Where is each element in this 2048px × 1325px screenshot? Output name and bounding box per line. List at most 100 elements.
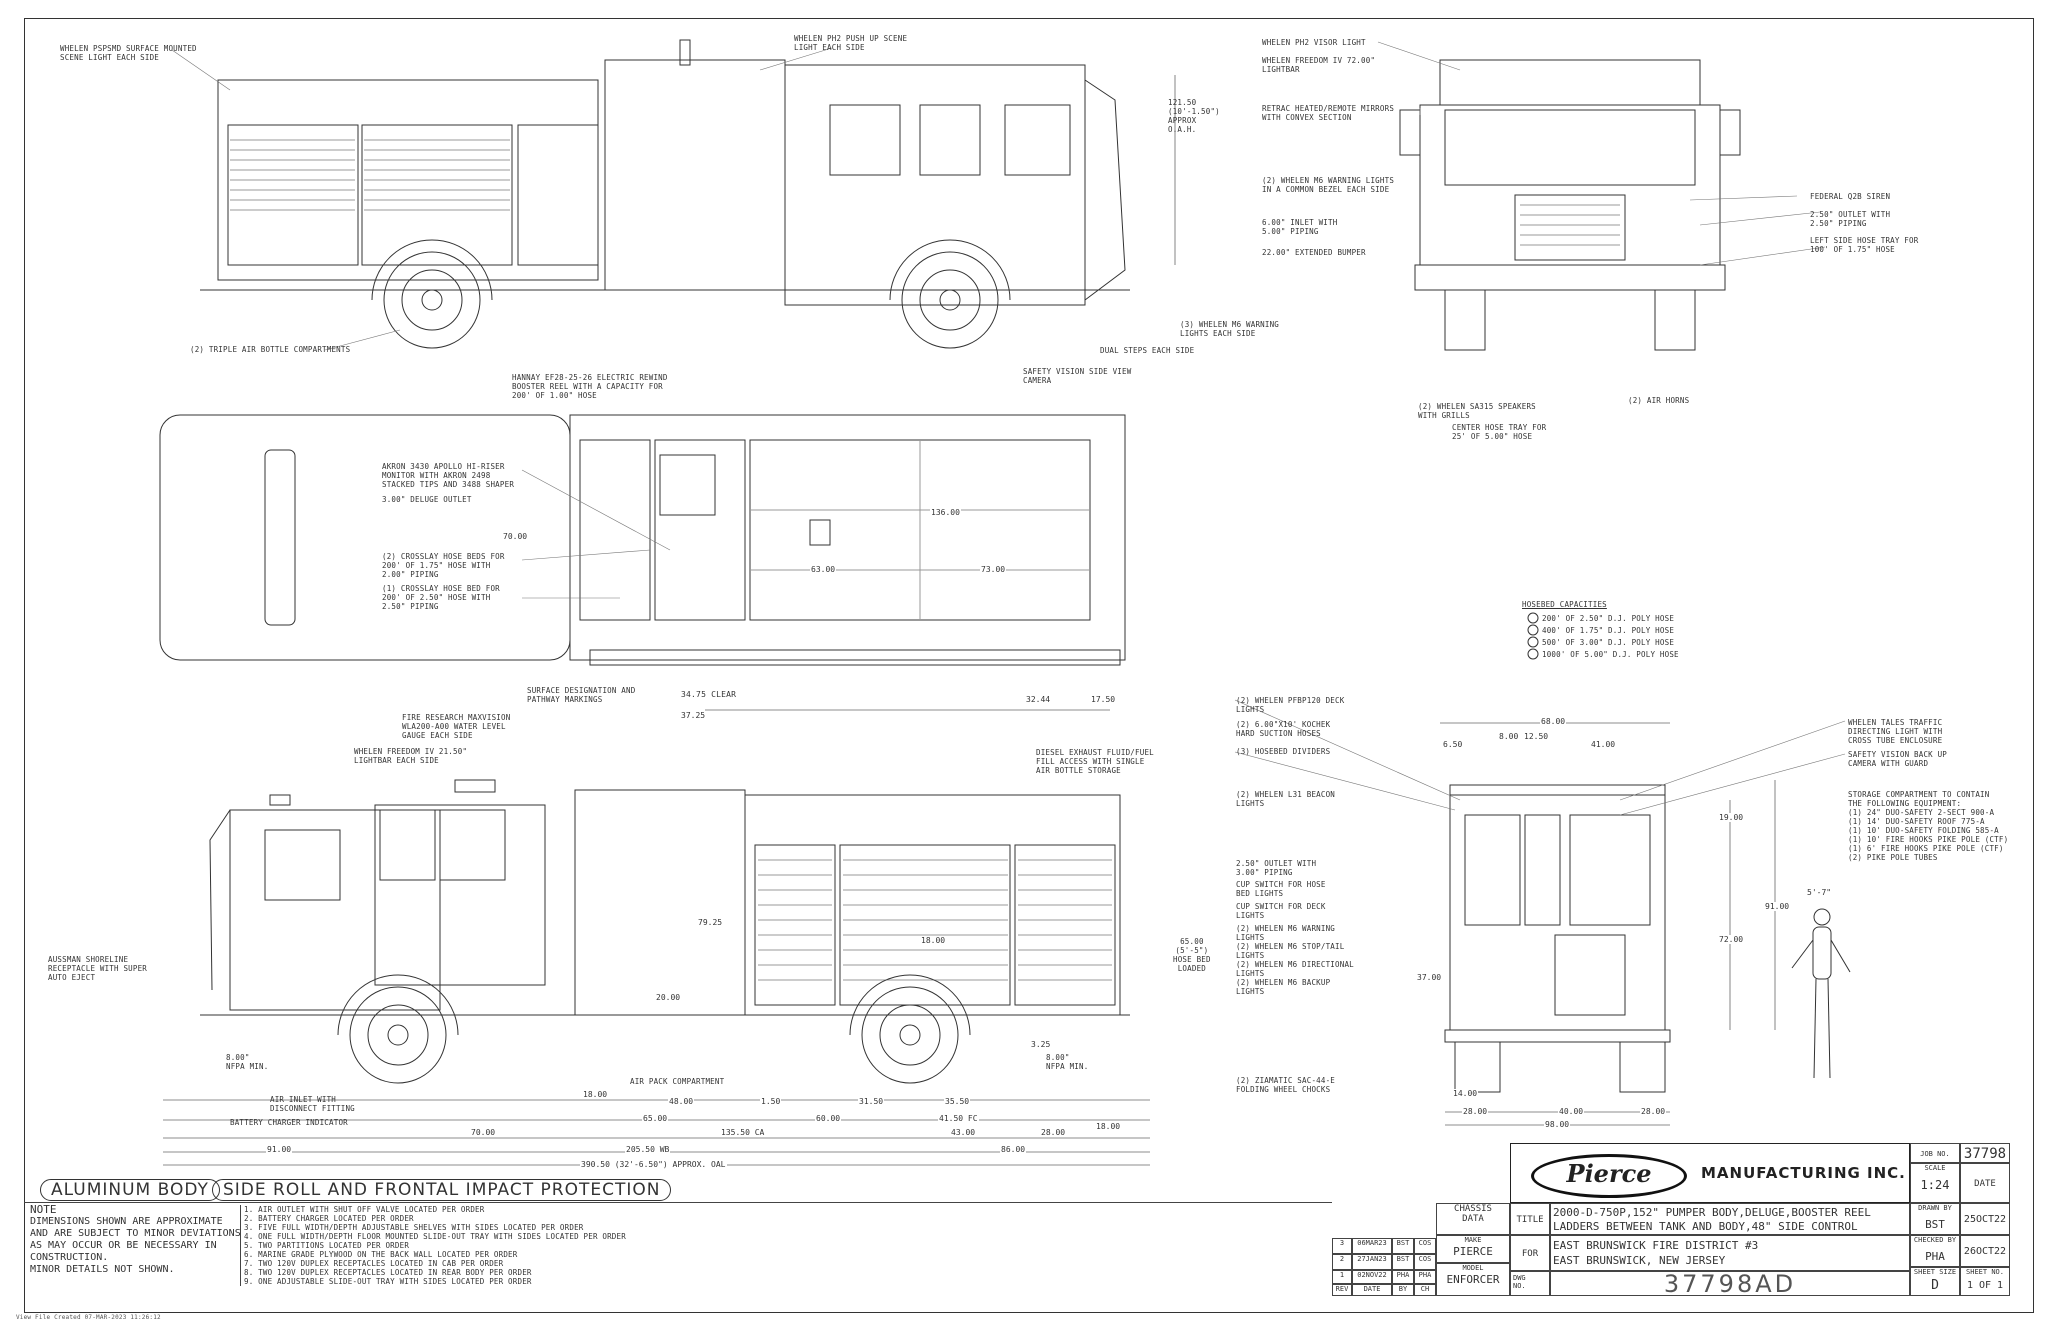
rev-date: 06MAR23 — [1352, 1238, 1392, 1254]
drawing-number: 37798AD — [1550, 1271, 1910, 1296]
checked-date: 26OCT22 — [1960, 1235, 2010, 1267]
hosebed-item: 200' OF 2.50" D.J. POLY HOSE — [1542, 614, 1675, 623]
rear-dim: 98.00 — [1544, 1120, 1571, 1129]
side-dim: 20.00 — [655, 993, 682, 1002]
rear-dim: 12.50 — [1523, 732, 1550, 741]
callout-siren: FEDERAL Q2B SIREN — [1810, 192, 1891, 201]
revision-note: 2. BATTERY CHARGER LOCATED PER ORDER — [244, 1214, 414, 1223]
dwg-label: DWG NO. — [1510, 1271, 1550, 1296]
rear-dim: 41.00 — [1590, 740, 1617, 749]
pierce-logo: Pierce — [1531, 1154, 1687, 1198]
revision-note: 3. FIVE FULL WIDTH/DEPTH ADJUSTABLE SHEL… — [244, 1223, 584, 1232]
side-dim: 91.00 — [266, 1145, 293, 1154]
callout-crosslay-175: (2) CROSSLAY HOSE BEDS FOR 200' OF 1.75"… — [382, 552, 505, 579]
callout-stop-tail: (2) WHELEN M6 STOP/TAIL LIGHTS — [1236, 942, 1345, 960]
revision-note: 1. AIR OUTLET WITH SHUT OFF VALVE LOCATE… — [244, 1205, 485, 1214]
drawn-cell: DRAWN BY BST — [1910, 1203, 1960, 1235]
callout-backup-camera: SAFETY VISION BACK UP CAMERA WITH GUARD — [1848, 750, 1948, 768]
callout-dual-steps: DUAL STEPS EACH SIDE — [1100, 346, 1195, 355]
callout-battery-indicator: BATTERY CHARGER INDICATOR — [230, 1118, 348, 1127]
logo-box: Pierce MANUFACTURING INC. — [1510, 1143, 1910, 1203]
hosebed-number-circles — [1527, 612, 1539, 660]
note-box: NOTE DIMENSIONS SHOWN ARE APPROXIMATE AN… — [30, 1203, 240, 1293]
rev-header: BY — [1392, 1284, 1414, 1296]
side-dim: 135.50 CA — [720, 1128, 766, 1137]
leader-lines — [171, 41, 1846, 816]
side-dim: 3.25 — [1030, 1040, 1052, 1049]
rear-dim: 68.00 — [1540, 717, 1567, 726]
callout-hosebed-switch: CUP SWITCH FOR HOSE BED LIGHTS — [1236, 880, 1326, 898]
checked-value: PHA — [1925, 1250, 1945, 1263]
rev-header: REV — [1332, 1284, 1352, 1296]
side-dim: 65.00 — [642, 1114, 669, 1123]
plan-dim-136: 136.00 — [930, 508, 961, 517]
make-label: MAKE — [1436, 1235, 1510, 1245]
side-dim: 41.50 FC — [938, 1114, 979, 1123]
callout-traffic-light: WHELEN TALES TRAFFIC DIRECTING LIGHT WIT… — [1848, 718, 1943, 745]
rev-by: PHA — [1392, 1270, 1414, 1284]
sheet-size-label: SHEET SIZE — [1913, 1268, 1957, 1276]
scale-value: 1:24 — [1920, 1178, 1950, 1192]
callout-crosslay-250: (1) CROSSLAY HOSE BED FOR 200' OF 2.50" … — [382, 584, 500, 611]
callout-wheel-chocks: (2) ZIAMATIC SAC-44-E FOLDING WHEEL CHOC… — [1236, 1076, 1336, 1094]
side-dim: 35.50 — [944, 1097, 971, 1106]
callout-deck-switch: CUP SWITCH FOR DECK LIGHTS — [1236, 902, 1326, 920]
callout-hose-tray: LEFT SIDE HOSE TRAY FOR 100' OF 1.75" HO… — [1810, 236, 1919, 254]
rear-dim: 14.00 — [1452, 1089, 1479, 1098]
rear-dim: 19.00 — [1718, 813, 1745, 822]
callout-backup-lights: (2) WHELEN M6 BACKUP LIGHTS — [1236, 978, 1331, 996]
checked-label: CHECKED BY — [1913, 1236, 1957, 1244]
plan-dim-73: 73.00 — [980, 565, 1007, 574]
plan-dim-clear: 34.75 CLEAR — [680, 690, 738, 699]
notes-divider — [24, 1202, 1332, 1203]
rear-view — [1444, 784, 1671, 1093]
rear-dim: 91.00 — [1764, 902, 1791, 911]
revision-notes: 1. AIR OUTLET WITH SHUT OFF VALVE LOCATE… — [240, 1205, 1334, 1286]
revision-note: 5. TWO PARTITIONS LOCATED PER ORDER — [244, 1241, 410, 1250]
bottom-side-view — [200, 779, 1130, 1084]
rev-num: 1 — [1332, 1270, 1352, 1284]
revision-note: 4. ONE FULL WIDTH/DEPTH FLOOR MOUNTED SL… — [244, 1232, 626, 1241]
rear-dim: 40.00 — [1558, 1107, 1585, 1116]
drawn-value: BST — [1925, 1218, 1945, 1231]
side-dim: 43.00 — [950, 1128, 977, 1137]
callout-booster-reel: HANNAY EF28-25-26 ELECTRIC REWIND BOOSTE… — [512, 373, 668, 400]
revision-note: 7. TWO 120V DUPLEX RECEPTACLES LOCATED I… — [244, 1259, 504, 1268]
callout-overall-height: 121.50 (10'-1.50") APPROX O.A.H. — [1168, 98, 1220, 134]
side-dim: 70.00 — [470, 1128, 497, 1137]
rev-num: 3 — [1332, 1238, 1352, 1254]
top-side-view — [200, 39, 1130, 349]
customer: EAST BRUNSWICK FIRE DISTRICT #3 EAST BRU… — [1550, 1235, 1910, 1271]
footer-created: View File Created 07-MAR-2023 11:26:12 — [16, 1314, 161, 1321]
side-dim: 18.00 — [582, 1090, 609, 1099]
company-name: MANUFACTURING INC. — [1701, 1164, 1906, 1182]
drawing-sheet — [24, 18, 2034, 1313]
rev-by: BST — [1392, 1238, 1414, 1254]
callout-surface-markings: SURFACE DESIGNATION AND PATHWAY MARKINGS — [527, 686, 636, 704]
hosebed-item: 1000' OF 5.00" D.J. POLY HOSE — [1542, 650, 1679, 659]
side-dim: 86.00 — [1000, 1145, 1027, 1154]
rear-dim: 72.00 — [1718, 935, 1745, 944]
callout-side-view-camera: SAFETY VISION SIDE VIEW CAMERA — [1023, 367, 1132, 385]
callout-rear-outlet: 2.50" OUTLET WITH 3.00" PIPING — [1236, 859, 1317, 877]
callout-scene-light: WHELEN PSPSMD SURFACE MOUNTED SCENE LIGH… — [60, 44, 197, 62]
side-dim: 205.50 WB — [625, 1145, 671, 1154]
callout-def-fill: DIESEL EXHAUST FLUID/FUEL FILL ACCESS WI… — [1036, 748, 1154, 775]
callout-visor-light: WHELEN PH2 VISOR LIGHT — [1262, 38, 1366, 47]
note-title: NOTE — [30, 1203, 57, 1216]
sheet-number-cell: SHEET NO. 1 OF 1 — [1960, 1267, 2010, 1296]
callout-warning-bezel: (2) WHELEN M6 WARNING LIGHTS IN A COMMON… — [1262, 176, 1395, 194]
rev-ch: PHA — [1414, 1270, 1436, 1284]
callout-directional: (2) WHELEN M6 DIRECTIONAL LIGHTS — [1236, 960, 1354, 978]
plan-view — [159, 414, 1126, 666]
scale-label: SCALE — [1924, 1164, 1946, 1172]
callout-air-inlet: AIR INLET WITH DISCONNECT FITTING — [270, 1095, 355, 1113]
hosebed-item: 400' OF 1.75" D.J. POLY HOSE — [1542, 626, 1675, 635]
hosebed-item: 500' OF 3.00" D.J. POLY HOSE — [1542, 638, 1675, 647]
revision-note: 6. MARINE GRADE PLYWOOD ON THE BACK WALL… — [244, 1250, 518, 1259]
plan-dim-1750: 17.50 — [1090, 695, 1117, 704]
callout-hosebed-dividers: (3) HOSEBED DIVIDERS — [1236, 747, 1331, 756]
callout-lightbar: WHELEN FREEDOM IV 72.00" LIGHTBAR — [1262, 56, 1376, 74]
side-dim: 31.50 — [858, 1097, 885, 1106]
callout-front-inlet: 6.00" INLET WITH 5.00" PIPING — [1262, 218, 1338, 236]
